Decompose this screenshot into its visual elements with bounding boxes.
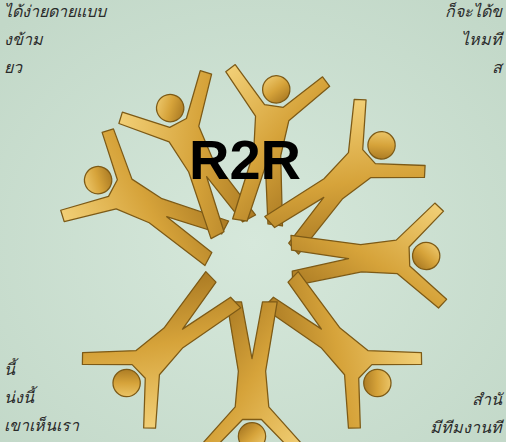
- people-figures: [57, 63, 447, 442]
- text-fragment: ได้ง่ายดายแบบ: [4, 2, 106, 22]
- text-fragment: งข้าม: [4, 30, 43, 50]
- text-fragment: ก็จะได้ข: [445, 2, 502, 22]
- text-fragment: ส: [492, 58, 502, 78]
- text-fragment: มีทีมงานที: [430, 418, 502, 438]
- text-fragment: นี้: [4, 360, 15, 380]
- text-fragment: สำนั: [472, 390, 502, 410]
- text-fragment: ยว: [4, 58, 22, 78]
- text-fragment: น่งนี้: [4, 388, 34, 408]
- text-fragment: ไหมที: [461, 30, 502, 50]
- title: R2R: [189, 130, 301, 190]
- text-fragment: เขาเห็นเรา: [4, 416, 79, 436]
